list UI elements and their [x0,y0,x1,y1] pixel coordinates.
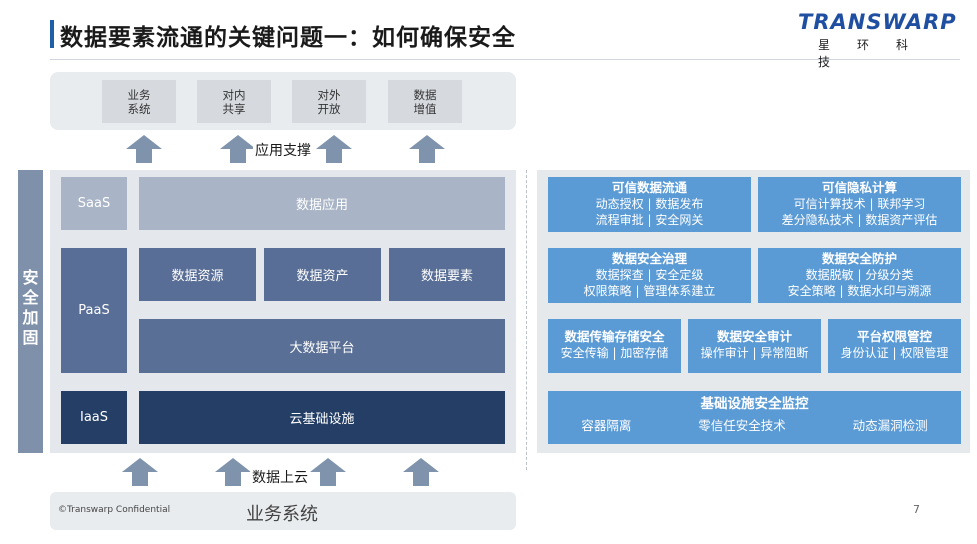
monitor-item: 容器隔离 [581,418,632,433]
big-data-platform-block: 大数据平台 [139,319,505,373]
box-line: 数据脱敏 | 分级分类 [805,268,914,282]
cloud-infrastructure-block: 云基础设施 [139,391,505,444]
box-title: 数据安全审计 [716,329,792,344]
box-title: 数据安全防护 [821,251,897,266]
box-line: 数据探查 | 安全定级 [595,268,704,282]
up-arrow-icon [122,458,158,486]
box-title: 平台权限管控 [856,329,932,344]
up-arrow-icon [220,135,256,163]
box-line: 动态授权 | 数据发布 [595,197,704,211]
box-line: 身份认证 | 权限管理 [840,346,949,360]
business-system-label: 业务系统 [246,504,318,525]
box-line: 可信计算技术 | 联邦学习 [793,197,926,211]
box-title: 数据安全治理 [611,251,687,266]
up-arrow-icon [316,135,352,163]
data-security-protection-box: 数据安全防护 数据脱敏 | 分级分类 安全策略 | 数据水印与溯源 [758,248,961,303]
data-application-block: 数据应用 [139,177,505,230]
iaas-label: IaaS [61,391,127,444]
data-security-audit-box: 数据安全审计 操作审计 | 异常阻断 [688,319,821,373]
title-accent-bar [50,20,54,48]
box-title: 可信数据流通 [611,180,687,195]
box-title: 可信隐私计算 [821,180,897,195]
box-title: 基础设施安全监控 [700,396,809,412]
trusted-privacy-computing-box: 可信隐私计算 可信计算技术 | 联邦学习 差分隐私技术 | 数据资产评估 [758,177,961,232]
data-element-block: 数据要素 [389,248,505,301]
box-line: 操作审计 | 异常阻断 [700,346,809,360]
data-transmission-storage-box: 数据传输存储安全 安全传输 | 加密存储 [548,319,681,373]
box-line: 安全传输 | 加密存储 [560,346,669,360]
business-system-panel [50,492,516,530]
cloud-migration-label: 数据上云 [250,467,310,487]
page-title: 数据要素流通的关键问题一：如何确保安全 [60,25,516,51]
dashed-divider [526,170,527,470]
platform-permission-box: 平台权限管控 身份认证 | 权限管理 [828,319,961,373]
monitor-item: 零信任安全技术 [698,418,786,433]
data-asset-block: 数据资产 [264,248,381,301]
up-arrow-icon [403,458,439,486]
data-security-governance-box: 数据安全治理 数据探查 | 安全定级 权限策略 | 管理体系建立 [548,248,751,303]
title-divider [50,59,960,60]
monitor-items: 容器隔离 零信任安全技术 动态漏洞检测 [548,418,961,434]
box-line: 安全策略 | 数据水印与溯源 [787,284,932,298]
box-line: 流程审批 | 安全网关 [595,213,704,227]
logo-wordmark: TRANSWARP [798,10,957,34]
app-support-label: 应用支撑 [253,140,313,160]
page-number: 7 [913,503,920,516]
box-line: 权限策略 | 管理体系建立 [583,284,716,298]
app-internal-sharing: 对内 共享 [197,80,271,123]
app-external-opening: 对外 开放 [292,80,366,123]
security-reinforcement-bar [18,170,43,453]
security-reinforcement-label: 安全加固 [22,268,39,347]
box-line: 差分隐私技术 | 数据资产评估 [781,213,938,227]
paas-label: PaaS [61,248,127,373]
up-arrow-icon [126,135,162,163]
transwarp-logo: TRANSWARP 星环科技 [798,10,963,69]
up-arrow-icon [409,135,445,163]
trusted-data-circulation-box: 可信数据流通 动态授权 | 数据发布 流程审批 | 安全网关 [548,177,751,232]
box-title: 数据传输存储安全 [564,329,665,344]
app-data-value-added: 数据 增值 [388,80,462,123]
app-business-system: 业务 系统 [102,80,176,123]
confidential-notice: ©Transwarp Confidential [58,505,171,515]
monitor-item: 动态漏洞检测 [852,418,928,433]
up-arrow-icon [215,458,251,486]
logo-subtitle: 星环科技 [818,38,936,69]
saas-label: SaaS [61,177,127,230]
up-arrow-icon [310,458,346,486]
infrastructure-monitoring-box: 基础设施安全监控 容器隔离 零信任安全技术 动态漏洞检测 [548,391,961,444]
data-resource-block: 数据资源 [139,248,256,301]
